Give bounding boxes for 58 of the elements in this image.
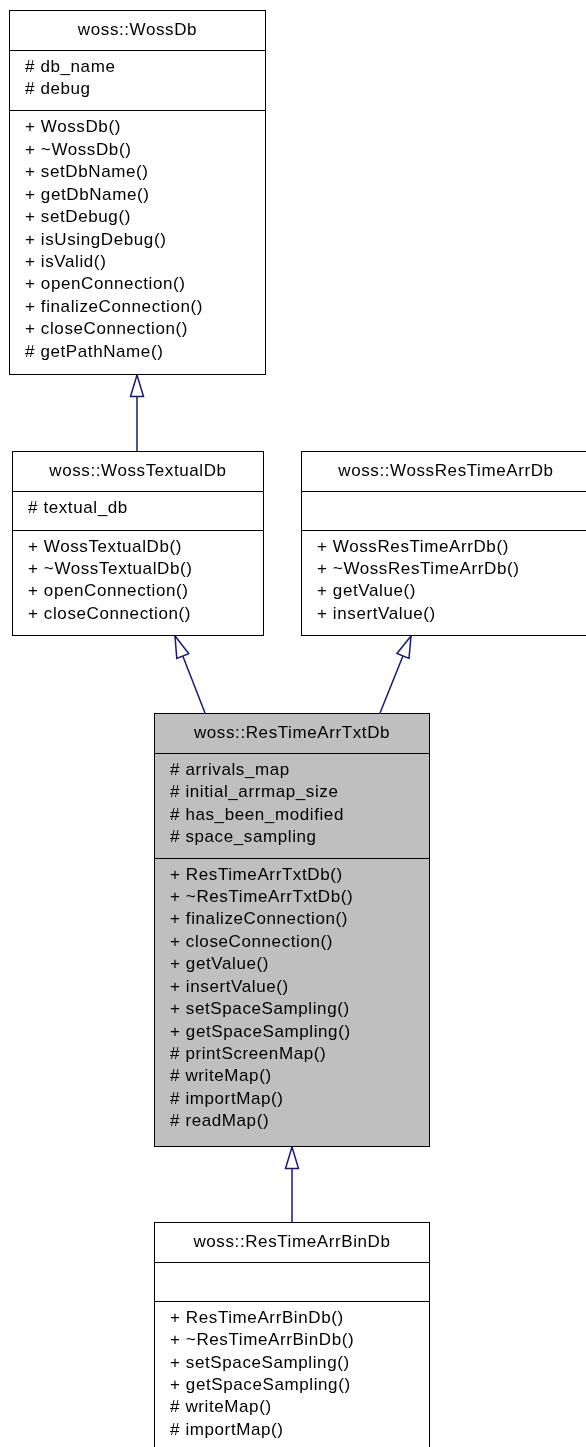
inheritance-arrow: [379, 635, 412, 714]
member-text: + insertValue(): [170, 975, 290, 998]
member-text: + setSpaceSampling(): [170, 998, 351, 1021]
class-box: [301, 451, 586, 636]
member-text: + setSpaceSampling(): [170, 1351, 351, 1374]
member-text: + openConnection(): [25, 273, 187, 296]
member-text: # initial_arrmap_size: [170, 781, 340, 804]
member-text: + WossDb(): [25, 116, 122, 139]
inheritance-arrow: [284, 1146, 300, 1223]
class-name: woss::ResTimeArrTxtDb: [192, 722, 392, 745]
member-text: + finalizeConnection(): [25, 295, 205, 318]
member-text: + ~ResTimeArrBinDb(): [170, 1329, 356, 1352]
member-text: + ~WossTextualDb(): [28, 558, 194, 580]
member-text: + WossResTimeArrDb(): [317, 535, 510, 558]
member-text: # db_name: [25, 55, 117, 78]
class-name: woss::WossTextualDb: [48, 460, 228, 483]
member-text: + isValid(): [25, 250, 108, 273]
member-text: # getPathName(): [25, 340, 165, 363]
class-name: woss::WossResTimeArrDb: [337, 460, 555, 483]
member-text: + getSpaceSampling(): [170, 1373, 352, 1396]
member-text: + closeConnection(): [170, 930, 335, 953]
member-text: + ~ResTimeArrTxtDb(): [170, 886, 355, 909]
class-box: [12, 451, 264, 636]
class-box: [9, 10, 266, 375]
member-text: + closeConnection(): [28, 602, 193, 625]
member-text: # has_been_modified: [170, 803, 345, 826]
member-text: + finalizeConnection(): [170, 908, 350, 931]
member-text: + insertValue(): [317, 602, 437, 625]
member-text: + ~WossDb(): [25, 138, 133, 161]
member-text: + getValue(): [317, 580, 418, 603]
member-text: # readMap(): [170, 1110, 271, 1133]
member-text: + setDbName(): [25, 161, 150, 184]
member-text: # debug: [25, 78, 92, 101]
class-box: [154, 1222, 430, 1447]
member-text: + setDebug(): [25, 206, 132, 229]
member-text: # writeMap(): [170, 1396, 273, 1419]
member-text: + closeConnection(): [25, 318, 190, 341]
member-text: + getSpaceSampling(): [170, 1020, 352, 1043]
inheritance-arrow: [174, 635, 206, 714]
class-name: woss::ResTimeArrBinDb: [192, 1231, 392, 1254]
member-text: # space_sampling: [170, 826, 318, 849]
class-box: [154, 713, 430, 1147]
member-text: + ResTimeArrTxtDb(): [170, 863, 344, 886]
member-text: + openConnection(): [28, 580, 190, 603]
member-text: + getDbName(): [25, 183, 151, 206]
member-text: + getValue(): [170, 953, 271, 976]
member-text: # importMap(): [170, 1418, 285, 1441]
member-text: + isUsingDebug(): [25, 228, 168, 251]
class-name: woss::WossDb: [76, 19, 199, 42]
member-text: # arrivals_map: [170, 758, 291, 781]
member-text: + ResTimeArrBinDb(): [170, 1306, 345, 1329]
member-text: + ~WossResTimeArrDb(): [317, 558, 521, 580]
member-text: + WossTextualDb(): [28, 535, 183, 558]
member-text: # importMap(): [170, 1087, 285, 1110]
member-text: # writeMap(): [170, 1065, 273, 1088]
member-text: # printScreenMap(): [170, 1042, 328, 1065]
member-text: # textual_db: [28, 496, 129, 519]
inheritance-arrow: [129, 374, 145, 452]
